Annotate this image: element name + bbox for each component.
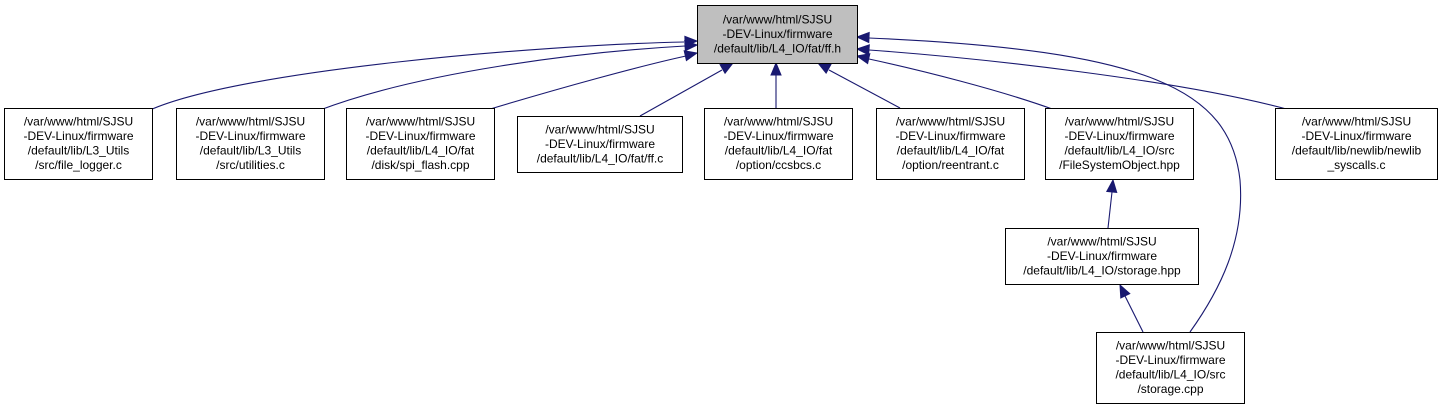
node-label-line: /var/www/html/SJSU xyxy=(24,115,133,129)
node-label-line: -DEV-Linux/firmware xyxy=(195,129,305,143)
node-box xyxy=(704,108,853,180)
node-box xyxy=(876,108,1025,180)
root-node-ff-h: /var/www/html/SJSU-DEV-Linux/firmware/de… xyxy=(697,5,858,64)
node-box xyxy=(517,116,683,173)
nodes-layer: /var/www/html/SJSU-DEV-Linux/firmware/de… xyxy=(4,5,1438,404)
arrowhead-icon xyxy=(1119,283,1131,299)
edge-line xyxy=(1107,191,1113,229)
node-label-line: /var/www/html/SJSU xyxy=(724,115,833,129)
node-label-line: -DEV-Linux/firmware xyxy=(1115,353,1225,367)
file-node-ccsbcs-c[interactable]: /var/www/html/SJSU-DEV-Linux/firmware/de… xyxy=(704,108,853,180)
node-box xyxy=(1005,228,1199,285)
node-label-line: /default/lib/L4_IO/fat xyxy=(367,144,475,158)
node-label-line: /option/ccsbcs.c xyxy=(736,158,821,172)
node-label-line: /var/www/html/SJSU xyxy=(196,115,305,129)
node-label-line: /var/www/html/SJSU xyxy=(1116,339,1225,353)
node-label-line: /var/www/html/SJSU xyxy=(896,115,1005,129)
node-label-line: -DEV-Linux/firmware xyxy=(722,27,832,41)
node-label-line: -DEV-Linux/firmware xyxy=(23,129,133,143)
edge-filesystemobject_hpp-to-ff_h xyxy=(855,53,1056,111)
file-node-newlib-syscalls-c[interactable]: /var/www/html/SJSU-DEV-Linux/firmware/de… xyxy=(1275,108,1438,180)
node-box xyxy=(697,5,858,64)
edge-ccsbcs_c-to-ff_h xyxy=(770,61,782,108)
edge-line xyxy=(319,45,686,111)
arrowhead-icon xyxy=(855,53,871,65)
node-label-line: _syscalls.c xyxy=(1326,158,1385,172)
node-label-line: /option/reentrant.c xyxy=(902,158,999,172)
node-box xyxy=(346,108,495,180)
node-label-line: /default/lib/L4_IO/storage.hpp xyxy=(1023,263,1181,277)
node-label-line: /var/www/html/SJSU xyxy=(1302,115,1411,129)
node-label-line: /default/lib/L4_IO/fat xyxy=(897,144,1005,158)
node-label-line: /default/lib/newlib/newlib xyxy=(1292,144,1422,158)
node-label-line: /storage.cpp xyxy=(1137,382,1203,396)
file-node-storage-hpp[interactable]: /var/www/html/SJSU-DEV-Linux/firmware/de… xyxy=(1005,228,1199,285)
node-label-line: /default/lib/L4_IO/fat xyxy=(725,144,833,158)
node-label-line: -DEV-Linux/firmware xyxy=(365,129,475,143)
file-node-storage-cpp[interactable]: /var/www/html/SJSU-DEV-Linux/firmware/de… xyxy=(1096,332,1245,404)
edge-storage_cpp-to-ff_h xyxy=(855,31,1242,333)
node-label-line: /src/utilities.c xyxy=(216,158,285,172)
node-label-line: /default/lib/L4_IO/fat/ff.c xyxy=(537,151,664,165)
edge-line xyxy=(868,49,1291,111)
node-label-line: /FileSystemObject.hpp xyxy=(1059,158,1180,172)
node-label-line: -DEV-Linux/firmware xyxy=(1301,129,1411,143)
node-label-line: -DEV-Linux/firmware xyxy=(723,129,833,143)
edge-spi_flash_cpp-to-ff_h xyxy=(486,50,699,111)
edge-reentrant_c-to-ff_h xyxy=(816,62,901,109)
arrowhead-icon xyxy=(816,62,832,75)
arrowhead-icon xyxy=(855,31,870,44)
node-label-line: /default/lib/L4_IO/src xyxy=(1115,368,1225,382)
node-box xyxy=(1096,332,1245,404)
node-label-line: /disk/spi_flash.cpp xyxy=(371,158,469,172)
node-box xyxy=(176,108,325,180)
edge-newlib_syscalls_c-to-ff_h xyxy=(855,44,1291,111)
node-label-line: /default/lib/L4_IO/src xyxy=(1064,144,1174,158)
arrowhead-icon xyxy=(855,44,870,56)
file-node-filesystemobject-hpp[interactable]: /var/www/html/SJSU-DEV-Linux/firmware/de… xyxy=(1045,108,1194,180)
edge-line xyxy=(868,37,1242,333)
node-label-line: -DEV-Linux/firmware xyxy=(1064,129,1174,143)
edge-utilities_c-to-ff_h xyxy=(319,40,699,111)
node-label-line: -DEV-Linux/firmware xyxy=(895,129,1005,143)
edge-line xyxy=(868,58,1056,111)
file-node-utilities-c[interactable]: /var/www/html/SJSU-DEV-Linux/firmware/de… xyxy=(176,108,325,180)
node-label-line: /default/lib/L3_Utils xyxy=(28,144,129,158)
edge-line xyxy=(1124,295,1144,333)
node-label-line: -DEV-Linux/firmware xyxy=(1047,249,1157,263)
node-label-line: /var/www/html/SJSU xyxy=(366,115,475,129)
file-node-spi-flash-cpp[interactable]: /var/www/html/SJSU-DEV-Linux/firmware/de… xyxy=(346,108,495,180)
file-node-reentrant-c[interactable]: /var/www/html/SJSU-DEV-Linux/firmware/de… xyxy=(876,108,1025,180)
node-box xyxy=(1045,108,1194,180)
edge-line xyxy=(486,55,687,111)
node-label-line: /var/www/html/SJSU xyxy=(723,12,832,26)
edges-layer xyxy=(149,31,1291,333)
arrowhead-icon xyxy=(684,40,699,52)
node-box xyxy=(4,108,153,180)
file-node-file-logger-c[interactable]: /var/www/html/SJSU-DEV-Linux/firmware/de… xyxy=(4,108,153,180)
node-label-line: /var/www/html/SJSU xyxy=(1047,234,1156,248)
edge-line xyxy=(149,41,685,111)
file-node-ff-c[interactable]: /var/www/html/SJSU-DEV-Linux/firmware/de… xyxy=(517,116,683,173)
arrowhead-icon xyxy=(719,62,735,75)
edge-storage_hpp-to-filesystemobject_hpp xyxy=(1105,178,1118,229)
edge-line xyxy=(639,69,723,117)
arrowhead-icon xyxy=(770,61,782,76)
node-label-line: /var/www/html/SJSU xyxy=(1065,115,1174,129)
arrowhead-icon xyxy=(1105,178,1118,194)
node-label-line: -DEV-Linux/firmware xyxy=(545,137,655,151)
edge-storage_cpp-to-storage_hpp xyxy=(1119,283,1144,333)
node-label-line: /default/lib/L3_Utils xyxy=(200,144,301,158)
node-label-line: /var/www/html/SJSU xyxy=(545,122,654,136)
edge-line xyxy=(828,69,901,109)
node-label-line: /default/lib/L4_IO/fat/ff.h xyxy=(714,41,841,55)
arrowhead-icon xyxy=(683,50,699,62)
node-label-line: /src/file_logger.c xyxy=(35,158,122,172)
node-box xyxy=(1275,108,1438,180)
